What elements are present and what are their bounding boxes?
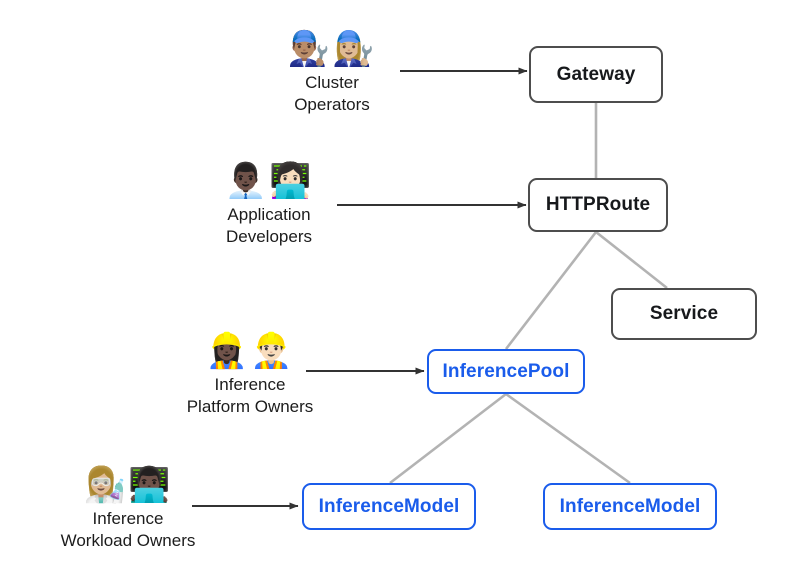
persona-cluster-operators: 👨🏽‍🔧👩🏼‍🔧 Cluster Operators [256,28,408,116]
node-httproute-label: HTTPRoute [545,194,651,215]
node-httproute[interactable]: HTTPRoute [528,178,668,232]
node-inferencemodel-right-label: InferenceModel [559,495,701,517]
persona-inference-workload-owners-label: Inference Workload Owners [60,509,196,550]
application-developers-emoji-group: 👨🏿‍💼👩🏻‍💻 [224,161,314,201]
node-inferencemodel-left-label: InferenceModel [318,495,460,517]
node-gateway-label: Gateway [556,63,636,85]
node-inferencepool[interactable]: InferencePool [427,349,585,394]
persona-application-developers-label: Application Developers [226,205,312,246]
inference-workload-owners-emoji-group: 👩🏼‍🔬👨🏿‍💻 [83,465,173,505]
node-service[interactable]: Service [611,288,757,340]
node-inferencemodel-right[interactable]: InferenceModel [543,483,717,530]
node-inferencepool-label: InferencePool [442,360,570,382]
node-gateway[interactable]: Gateway [529,46,663,103]
edge-httproute-to-service [595,230,668,290]
persona-application-developers: 👨🏿‍💼👩🏻‍💻 Application Developers [193,160,345,248]
inference-platform-owners-emoji-group: 👷🏿‍♀️👷🏻‍♂️ [205,331,295,371]
persona-inference-platform-owners: 👷🏿‍♀️👷🏻‍♂️ Inference Platform Owners [162,330,338,418]
node-service-label: Service [649,303,719,324]
persona-inference-workload-owners: 👩🏼‍🔬👨🏿‍💻 Inference Workload Owners [40,464,216,552]
edge-httproute-to-inferencepool [504,231,598,350]
cluster-operators-emoji-group: 👨🏽‍🔧👩🏼‍🔧 [287,29,377,69]
node-inferencemodel-left[interactable]: InferenceModel [302,483,476,530]
edge-inferencepool-to-inferencemodel-left [389,392,507,485]
persona-inference-platform-owners-label: Inference Platform Owners [186,375,314,416]
persona-cluster-operators-label: Cluster Operators [294,73,370,114]
edge-inferencepool-to-inferencemodel-right [505,392,631,485]
